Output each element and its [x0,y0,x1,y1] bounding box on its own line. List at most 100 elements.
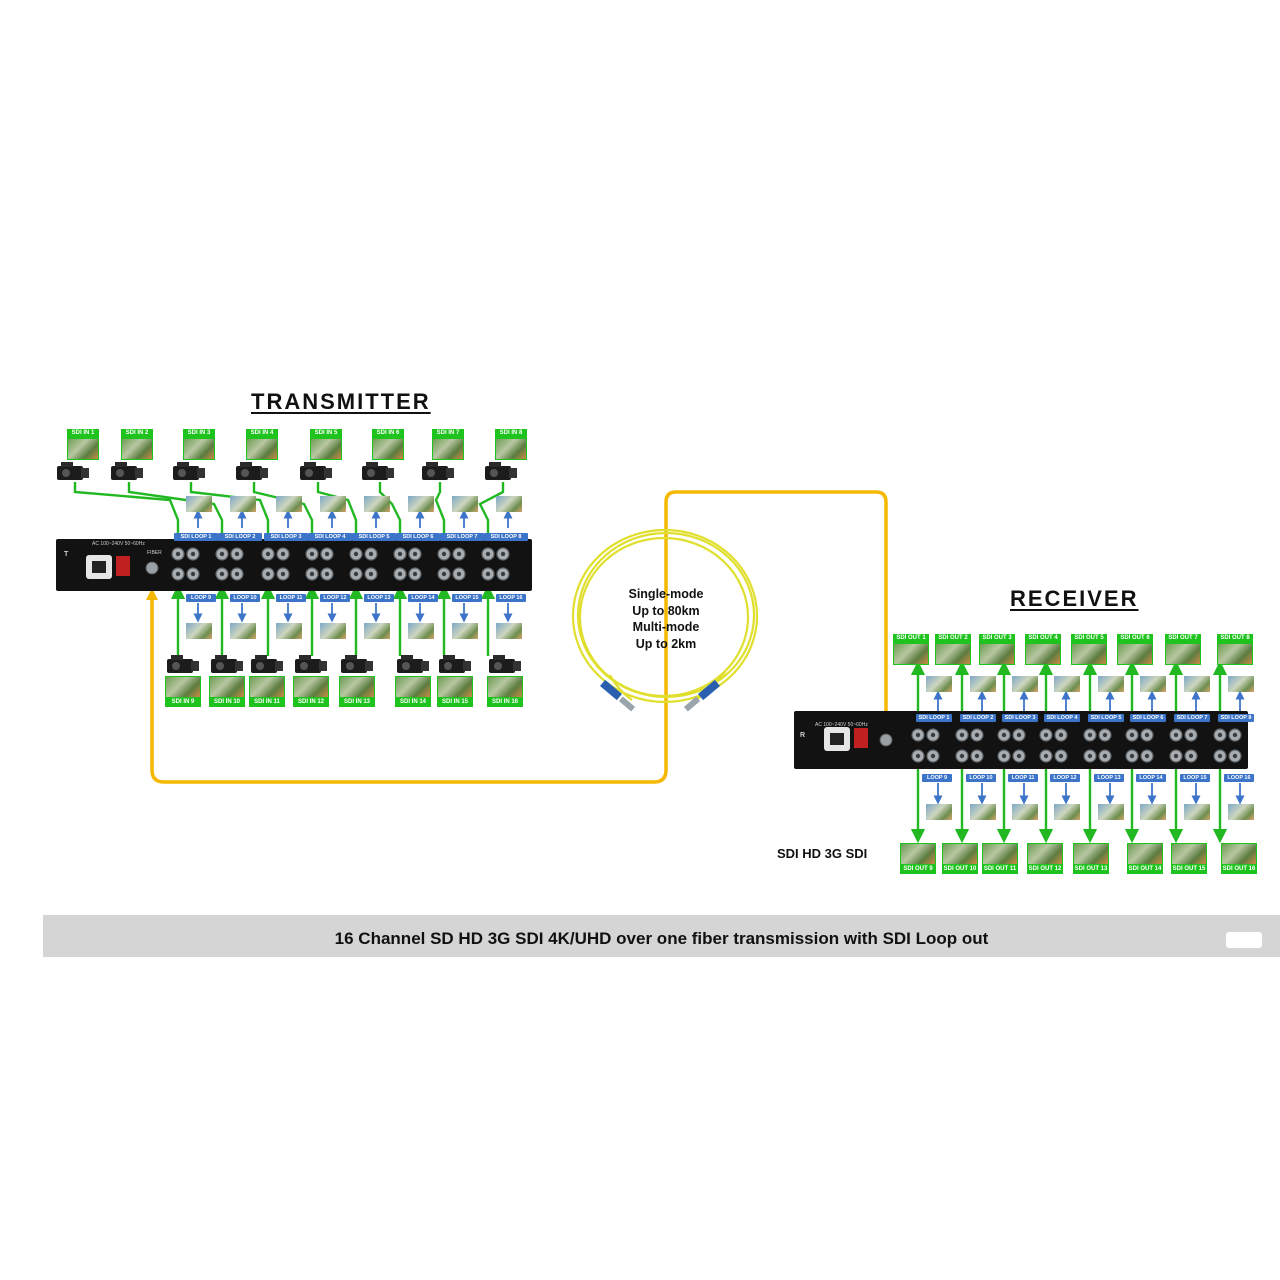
video-thumbnail [246,438,278,460]
loop-label: SDI LOOP 6 [1130,714,1166,722]
logo-icon [1226,932,1262,948]
video-thumbnail [437,676,473,698]
signal-output-label: SDI OUT 15 [1171,865,1207,874]
signal-line [478,482,505,554]
video-thumbnail [1228,676,1254,692]
signal-input-label: SDI IN 13 [339,698,375,707]
video-thumbnail [1027,843,1063,865]
signal-input-label: SDI IN 10 [209,698,245,707]
video-thumbnail [926,804,952,820]
video-thumbnail [1184,804,1210,820]
camera-icon [362,462,394,480]
video-thumbnail [1171,843,1207,865]
power-switch-icon [116,556,130,576]
video-thumbnail [1117,643,1153,665]
loop-label: SDI LOOP 7 [1174,714,1210,722]
fiber-spec-line: Multi-mode [632,620,700,634]
video-thumbnail [495,438,527,460]
video-thumbnail [893,643,929,665]
signal-input-label: SDI IN 4 [246,429,278,438]
video-thumbnail [970,804,996,820]
signal-line [434,482,452,554]
video-thumbnail [230,623,256,639]
loop-label: SDI LOOP 4 [308,533,352,541]
fiber-route-line [150,490,888,784]
loop-label: SDI LOOP 8 [1218,714,1254,722]
video-thumbnail [1025,643,1061,665]
video-thumbnail [320,496,346,512]
video-thumbnail [230,496,256,512]
video-thumbnail [320,623,346,639]
loop-label: SDI LOOP 5 [352,533,396,541]
video-thumbnail [1221,843,1257,865]
loop-label: LOOP 14 [408,594,438,602]
video-thumbnail [67,438,99,460]
loop-label: LOOP 12 [320,594,350,602]
loop-label: LOOP 10 [966,774,996,782]
video-thumbnail [310,438,342,460]
receiver-format-label: SDI HD 3G SDI [777,846,868,861]
bnc-connector-icon [145,561,159,575]
signal-input-label: SDI IN 7 [432,429,464,438]
fiber-connector-icon [600,679,720,712]
signal-input-label: SDI IN 14 [395,698,431,707]
video-thumbnail [1054,676,1080,692]
camera-icon [485,462,517,480]
video-thumbnail [935,643,971,665]
video-thumbnail [926,676,952,692]
loop-label: LOOP 11 [276,594,306,602]
loop-label: SDI LOOP 3 [264,533,308,541]
signal-line [252,482,320,554]
signal-input-label: SDI IN 16 [487,698,523,707]
video-thumbnail [1098,804,1124,820]
loop-label: LOOP 11 [1008,774,1038,782]
video-thumbnail [183,438,215,460]
video-thumbnail [1073,843,1109,865]
signal-output-label: SDI OUT 3 [979,634,1015,643]
loop-label: SDI LOOP 2 [218,533,262,541]
camera-icon [111,462,143,480]
video-thumbnail [900,843,936,865]
video-thumbnail [249,676,285,698]
loop-label: LOOP 16 [496,594,526,602]
signal-output-label: SDI OUT 14 [1127,865,1163,874]
video-thumbnail [1217,643,1253,665]
loop-label: LOOP 12 [1050,774,1080,782]
fiber-cable-coil [571,528,759,704]
video-thumbnail [1140,804,1166,820]
video-thumbnail [395,676,431,698]
signal-line [316,482,364,554]
loop-label: LOOP 16 [1224,774,1254,782]
signal-input-label: SDI IN 3 [183,429,215,438]
video-thumbnail [408,623,434,639]
loop-label: SDI LOOP 1 [916,714,952,722]
camera-icon [167,655,199,673]
signal-output-label: SDI OUT 13 [1073,865,1109,874]
video-thumbnail [1228,804,1254,820]
video-thumbnail [276,496,302,512]
loop-label: LOOP 13 [1094,774,1124,782]
video-thumbnail [1012,804,1038,820]
signal-input-label: SDI IN 2 [121,429,153,438]
signal-output-label: SDI OUT 12 [1027,865,1063,874]
loop-label: LOOP 9 [922,774,952,782]
video-thumbnail [496,496,522,512]
bnc-connector-icon [879,733,893,747]
video-thumbnail [1127,843,1163,865]
camera-icon [295,655,327,673]
signal-line [73,482,186,554]
signal-output-label: SDI OUT 1 [893,634,929,643]
camera-icon [236,462,268,480]
video-thumbnail [1054,804,1080,820]
loop-label: SDI LOOP 6 [396,533,440,541]
video-thumbnail [1012,676,1038,692]
power-switch-icon [854,728,868,748]
loop-label: LOOP 10 [230,594,260,602]
signal-input-label: SDI IN 15 [437,698,473,707]
signal-line [189,482,276,554]
loop-label: SDI LOOP 5 [1088,714,1124,722]
video-thumbnail [1184,676,1210,692]
signal-output-label: SDI OUT 2 [935,634,971,643]
loop-label: LOOP 15 [452,594,482,602]
